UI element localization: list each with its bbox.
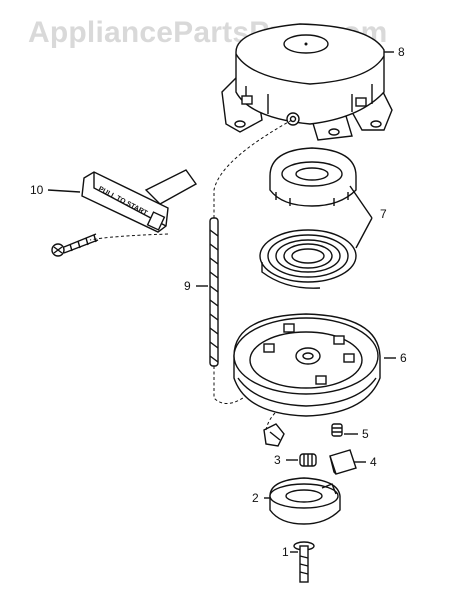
callout-3: 3 <box>274 453 281 467</box>
handle-screw[interactable] <box>51 233 99 257</box>
part-10-starter-handle[interactable]: PULL TO START <box>81 169 198 233</box>
callout-7: 7 <box>380 207 387 221</box>
part-7-spring-cup[interactable] <box>269 147 357 207</box>
part-8-housing[interactable] <box>221 23 393 141</box>
callout-2: 2 <box>252 491 259 505</box>
retainer-clip[interactable] <box>263 423 285 447</box>
part-2-cam[interactable] <box>269 477 341 525</box>
part-3-spring[interactable] <box>299 453 317 467</box>
part-9-rope[interactable] <box>209 217 219 367</box>
callout-8: 8 <box>398 45 405 59</box>
callout-5: 5 <box>362 427 369 441</box>
part-5-spring[interactable] <box>331 423 343 437</box>
callout-9: 9 <box>184 279 191 293</box>
part-7-recoil-spring[interactable] <box>259 229 357 289</box>
callout-10: 10 <box>30 183 44 197</box>
callout-4: 4 <box>370 455 377 469</box>
callout-6: 6 <box>400 351 407 365</box>
part-6-pulley[interactable] <box>233 313 381 417</box>
rope-path-line <box>89 119 293 431</box>
callout-1: 1 <box>282 545 289 559</box>
callout-leaders <box>47 51 396 553</box>
part-4-pawl[interactable] <box>329 449 357 475</box>
part-1-screw[interactable] <box>293 541 315 583</box>
